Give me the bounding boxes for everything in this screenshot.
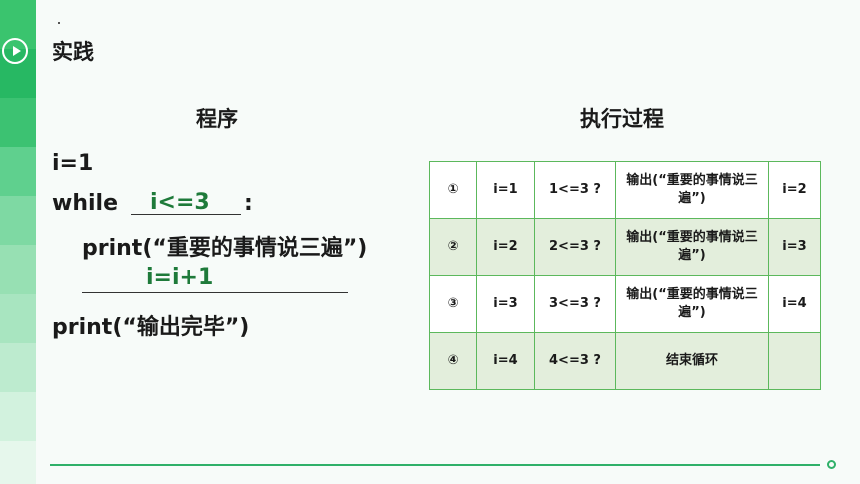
action-cell: 输出(“重要的事情说三遍”)	[615, 275, 769, 333]
action-cell: 输出(“重要的事情说三遍”)	[615, 161, 769, 219]
section-title: 实践	[52, 40, 94, 64]
trace-row: ④ i=4 4<=3 ? 结束循环	[429, 332, 821, 390]
var-cell: i=2	[476, 218, 535, 276]
condition-cell: 4<=3 ?	[534, 332, 616, 390]
sidebar-block	[0, 98, 36, 147]
while-condition-answer: i<=3	[150, 190, 210, 215]
next-cell	[768, 332, 821, 390]
var-cell: i=3	[476, 275, 535, 333]
trace-heading: 执行过程	[580, 107, 664, 131]
sidebar-block	[0, 392, 36, 441]
var-cell: i=1	[476, 161, 535, 219]
trace-row: ③ i=3 3<=3 ? 输出(“重要的事情说三遍”) i=4	[429, 275, 821, 333]
trace-row: ① i=1 1<=3 ? 输出(“重要的事情说三遍”) i=2	[429, 161, 821, 219]
trace-row: ② i=2 2<=3 ? 输出(“重要的事情说三遍”) i=3	[429, 218, 821, 276]
condition-cell: 2<=3 ?	[534, 218, 616, 276]
sidebar-block	[0, 245, 36, 294]
program-heading: 程序	[196, 107, 238, 131]
sidebar-block	[0, 147, 36, 196]
step-cell: ①	[429, 161, 477, 219]
next-cell: i=3	[768, 218, 821, 276]
bottom-divider	[50, 464, 820, 466]
sidebar-stripe	[0, 0, 36, 484]
action-cell: 输出(“重要的事情说三遍”)	[615, 218, 769, 276]
step-cell: ③	[429, 275, 477, 333]
trace-table: ① i=1 1<=3 ? 输出(“重要的事情说三遍”) i=2 ② i=2 2<…	[429, 161, 821, 390]
next-cell: i=2	[768, 161, 821, 219]
play-circle-icon[interactable]	[2, 38, 28, 64]
condition-cell: 1<=3 ?	[534, 161, 616, 219]
update-answer: i=i+1	[146, 265, 214, 290]
while-condition-blank	[131, 214, 241, 215]
sidebar-block	[0, 343, 36, 392]
divider-end-circle-icon	[827, 460, 836, 469]
code-line-print: print(“重要的事情说三遍”)	[82, 236, 368, 261]
code-line-while-keyword: while	[52, 191, 118, 216]
next-cell: i=4	[768, 275, 821, 333]
step-cell: ②	[429, 218, 477, 276]
sidebar-block	[0, 196, 36, 245]
step-cell: ④	[429, 332, 477, 390]
update-blank	[82, 292, 348, 293]
code-line-init: i=1	[52, 151, 94, 176]
action-cell: 结束循环	[615, 332, 769, 390]
decorative-dot	[58, 22, 60, 24]
code-line-while-colon: :	[244, 191, 253, 216]
code-line-final-print: print(“输出完毕”)	[52, 315, 250, 340]
condition-cell: 3<=3 ?	[534, 275, 616, 333]
sidebar-block	[0, 294, 36, 343]
sidebar-block	[0, 441, 36, 484]
var-cell: i=4	[476, 332, 535, 390]
